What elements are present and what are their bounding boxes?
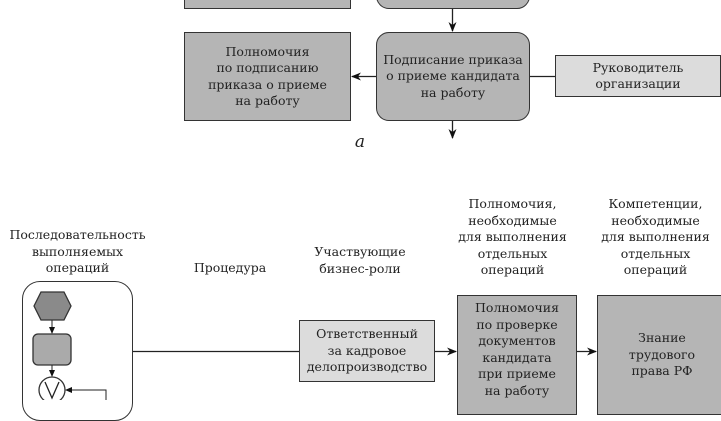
authority-box-doc-check: Полномочия по проверке документов кандид… bbox=[457, 295, 577, 415]
operation-box-signing-order: Подписание приказа о приеме кандидата на… bbox=[376, 32, 530, 121]
panel-a-caption: а bbox=[354, 132, 366, 152]
role-box-hr-clerk: Ответственный за кадровое делопроизводст… bbox=[299, 320, 435, 382]
process-step-icon bbox=[32, 333, 72, 366]
hexagon-event-icon bbox=[33, 291, 72, 321]
connectors-layer bbox=[32, 9, 597, 400]
header-procedure: Процедура bbox=[193, 260, 267, 275]
competency-box-labor-law: Знание трудового права РФ bbox=[597, 295, 721, 415]
header-authorities: Полномочия, необходимые для выполнения о… bbox=[458, 196, 567, 277]
loop-back-line bbox=[65, 387, 107, 400]
header-competencies: Компетенции, необходимые для выполнения … bbox=[601, 196, 710, 277]
role-box-org-head: Руководитель организации bbox=[555, 55, 721, 97]
header-roles: Участвующие бизнес-роли bbox=[314, 244, 406, 276]
top-left-box-cut bbox=[184, 0, 351, 9]
authority-box-signing: Полномочия по подписанию приказа о прием… bbox=[184, 32, 351, 121]
header-sequence: Последовательность выполняемых операций bbox=[9, 227, 146, 275]
